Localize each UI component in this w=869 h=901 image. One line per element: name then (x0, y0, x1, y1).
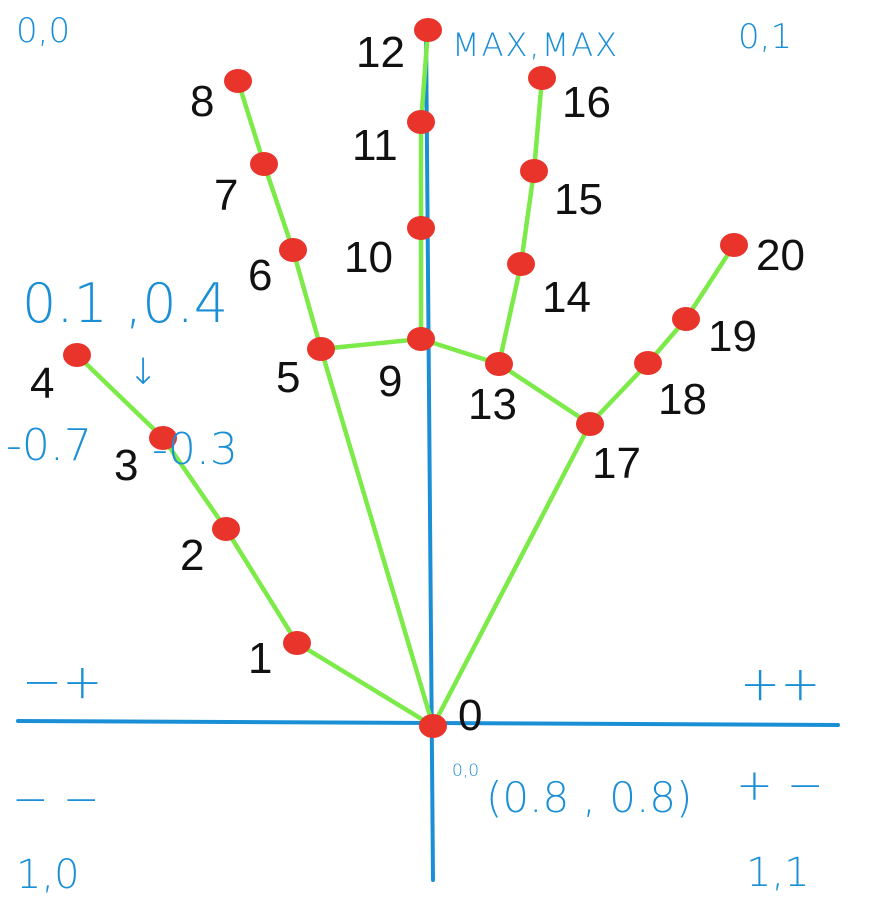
joint-labels: 0 1 2 3 4 5 6 7 8 9 10 11 12 13 14 15 16… (30, 28, 805, 740)
joint-label-16: 16 (562, 78, 611, 127)
joint-17 (576, 412, 604, 436)
joint-4 (63, 343, 91, 367)
joint-label-11: 11 (352, 121, 398, 170)
joint-13 (485, 352, 513, 376)
joint-7 (250, 152, 278, 176)
max-label: MAX,MAX (452, 26, 619, 64)
joint-label-2: 2 (180, 531, 204, 580)
bone-3-4 (74, 352, 166, 441)
thumb-x-label: -0.7 (6, 420, 92, 471)
bone-13-17 (496, 361, 593, 427)
joint-10 (407, 216, 435, 240)
joint-14 (507, 252, 535, 276)
joint-label-7: 7 (214, 171, 238, 220)
joint-19 (672, 307, 700, 331)
joint-label-4: 4 (30, 359, 54, 408)
joint-15 (520, 159, 548, 183)
joint-label-1: 1 (248, 634, 272, 683)
joint-label-19: 19 (708, 312, 757, 361)
bone-6-7 (261, 161, 296, 253)
bone-0-5 (318, 346, 436, 729)
bone-17-18 (587, 360, 651, 427)
bone-15-16 (531, 75, 545, 174)
joint-20 (720, 233, 748, 257)
bone-0-17 (430, 421, 593, 729)
joint-label-3: 3 (114, 441, 138, 490)
quadrant-label-bottom-right: + − (736, 760, 824, 811)
joint-1 (283, 631, 311, 655)
joint-label-8: 8 (190, 77, 214, 126)
origin-value-label: (0.8 , 0.8) (486, 773, 692, 822)
joint-label-5: 5 (276, 353, 300, 402)
hand-skeleton (74, 27, 737, 729)
joint-3 (149, 426, 177, 450)
vertical-axis (424, 26, 435, 882)
joint-label-17: 17 (592, 439, 641, 488)
joint-16 (528, 66, 556, 90)
bone-5-9 (318, 336, 424, 352)
joint-label-12: 12 (356, 28, 405, 77)
joint-6 (279, 238, 307, 262)
bone-0-1 (294, 640, 436, 729)
joint-label-0: 0 (458, 691, 482, 740)
joint-label-10: 10 (344, 233, 393, 282)
thumb-value-label: 0.1 ,0.4 (22, 272, 228, 335)
corner-label-bottom-left: 1,0 (16, 852, 80, 898)
joint-label-6: 6 (248, 251, 272, 300)
joint-label-14: 14 (542, 273, 591, 322)
bone-14-15 (518, 168, 537, 267)
joint-label-20: 20 (756, 231, 805, 280)
corner-label-top-left: 0,0 (16, 11, 70, 51)
bone-11-12 (418, 27, 431, 125)
bone-2-3 (160, 435, 229, 532)
quadrant-label-top-left: −+ (22, 654, 102, 710)
joint-11 (407, 110, 435, 134)
joint-2 (212, 517, 240, 541)
annotations: 0,0 0,1 MAX,MAX 0.1 ,0.4 ↓ -0.7 -0.3 −+ … (6, 11, 824, 898)
hand-joints (63, 18, 748, 738)
joint-label-13: 13 (468, 380, 517, 429)
joint-9 (407, 327, 435, 351)
bone-1-2 (223, 526, 300, 646)
thumb-arrow: ↓ (128, 352, 158, 393)
joint-12 (414, 18, 442, 42)
joint-label-15: 15 (554, 175, 603, 224)
joint-18 (634, 351, 662, 375)
bone-19-20 (683, 242, 737, 322)
bone-7-8 (235, 78, 267, 167)
bone-13-14 (496, 261, 524, 367)
quadrant-label-top-right: ++ (740, 656, 820, 712)
corner-label-top-right: 0,1 (738, 17, 792, 57)
joint-label-9: 9 (378, 357, 402, 406)
joint-5 (307, 337, 335, 361)
thumb-y-label: -0.3 (152, 424, 238, 475)
bone-5-6 (290, 247, 324, 352)
joint-8 (224, 69, 252, 93)
joint-0 (419, 714, 447, 738)
quadrant-label-bottom-left: − − (12, 774, 100, 825)
origin-small-label: 0,0 (452, 761, 479, 781)
joint-label-18: 18 (658, 375, 707, 424)
corner-label-bottom-right: 1,1 (746, 850, 810, 896)
